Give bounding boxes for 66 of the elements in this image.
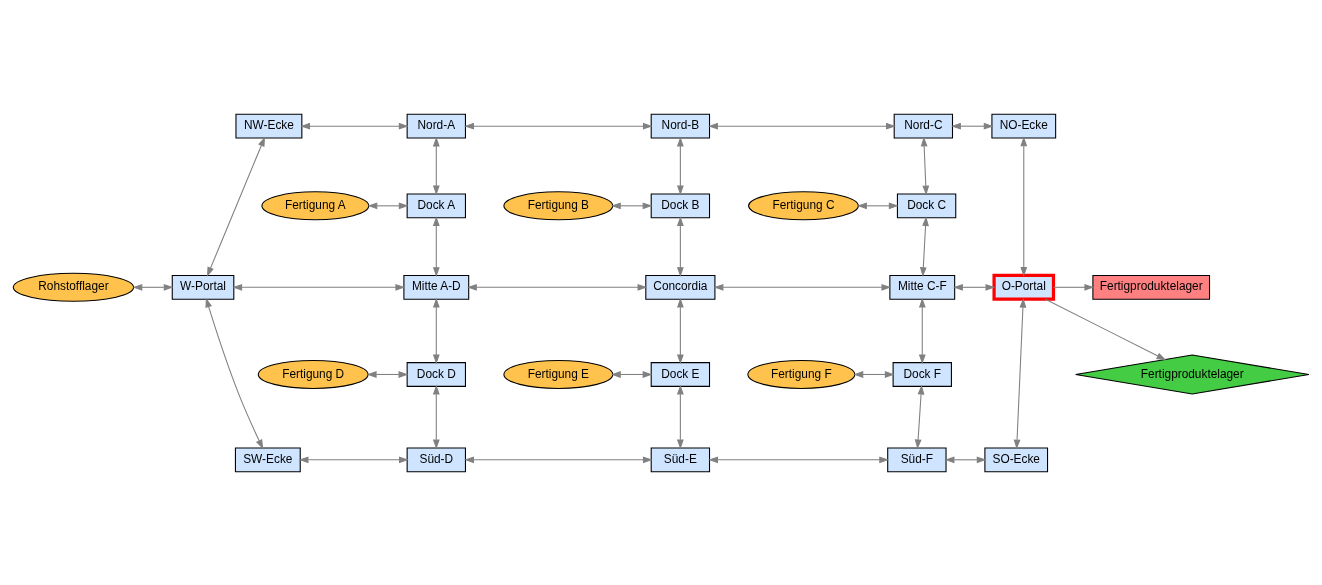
arrow: [1013, 297, 1027, 449]
node-box: W-Portal: [171, 274, 235, 300]
node-box: Dock F: [892, 361, 952, 387]
node-box: Dock C: [896, 192, 957, 218]
node-box: Dock B: [650, 192, 711, 218]
arrow: [206, 136, 265, 277]
arrow: [432, 297, 440, 364]
arrow: [298, 455, 409, 463]
arrow: [464, 455, 653, 463]
arrow: [920, 136, 930, 195]
arrow: [951, 122, 994, 130]
node-ellipse: Fertigung D: [257, 359, 369, 389]
node-box: Nord-C: [893, 113, 954, 139]
arrow: [611, 370, 653, 378]
arrow: [944, 455, 987, 463]
arrow: [132, 283, 174, 291]
arrow: [464, 122, 653, 130]
node-box: Dock A: [406, 192, 466, 218]
arrow: [467, 283, 648, 291]
node-box: Dock D: [406, 361, 466, 387]
node-box: Mitte A-D: [403, 274, 470, 300]
node-box: Mitte C-F: [889, 274, 956, 300]
node-ellipse: Fertigung E: [503, 359, 614, 389]
node-box: Süd-D: [406, 446, 466, 472]
node-box: NW-Ecke: [235, 113, 303, 139]
node-ellipse: Fertigung C: [748, 190, 859, 220]
node-box: Dock E: [650, 361, 711, 387]
node-box: SW-Ecke: [234, 446, 301, 472]
arrow: [366, 370, 409, 378]
arrow: [611, 201, 653, 209]
arrow: [953, 283, 996, 291]
node-box: Süd-E: [650, 446, 711, 472]
arrow: [232, 283, 406, 291]
node-box: Concordia: [645, 274, 716, 300]
node-box: Nord-A: [406, 113, 466, 139]
node-box: NO-Ecke: [991, 113, 1057, 139]
node-box: Nord-B: [650, 113, 711, 139]
node-box: O-Portal: [992, 273, 1056, 301]
node-ellipse: Fertigung B: [503, 190, 614, 220]
arrow: [914, 384, 925, 449]
arrow: [708, 122, 896, 130]
node-box: Süd-F: [887, 446, 947, 472]
arrow: [676, 384, 684, 449]
arrow: [919, 215, 929, 277]
arrow: [853, 370, 895, 378]
node-box: Fertigproduktelager: [1092, 274, 1211, 300]
node-box: SO-Ecke: [984, 446, 1049, 472]
arrow: [708, 455, 889, 463]
arrow: [432, 136, 440, 195]
arrow: [367, 201, 409, 209]
arrow: [1020, 136, 1028, 277]
arrow: [713, 283, 892, 291]
arrow: [857, 201, 899, 209]
node-ellipse: Fertigung A: [261, 190, 370, 220]
arrow: [1044, 298, 1167, 360]
arrow: [432, 384, 440, 449]
arrow: [676, 215, 684, 277]
arrow: [918, 297, 926, 364]
arrow: [1053, 283, 1095, 291]
node-ellipse: Rohstofflager: [12, 272, 135, 302]
node-ellipse: Fertigung F: [747, 359, 856, 389]
arrow: [432, 215, 440, 277]
arrow: [676, 297, 684, 364]
arrow: [676, 136, 684, 195]
arrow: [205, 297, 264, 449]
arrow: [300, 122, 409, 130]
